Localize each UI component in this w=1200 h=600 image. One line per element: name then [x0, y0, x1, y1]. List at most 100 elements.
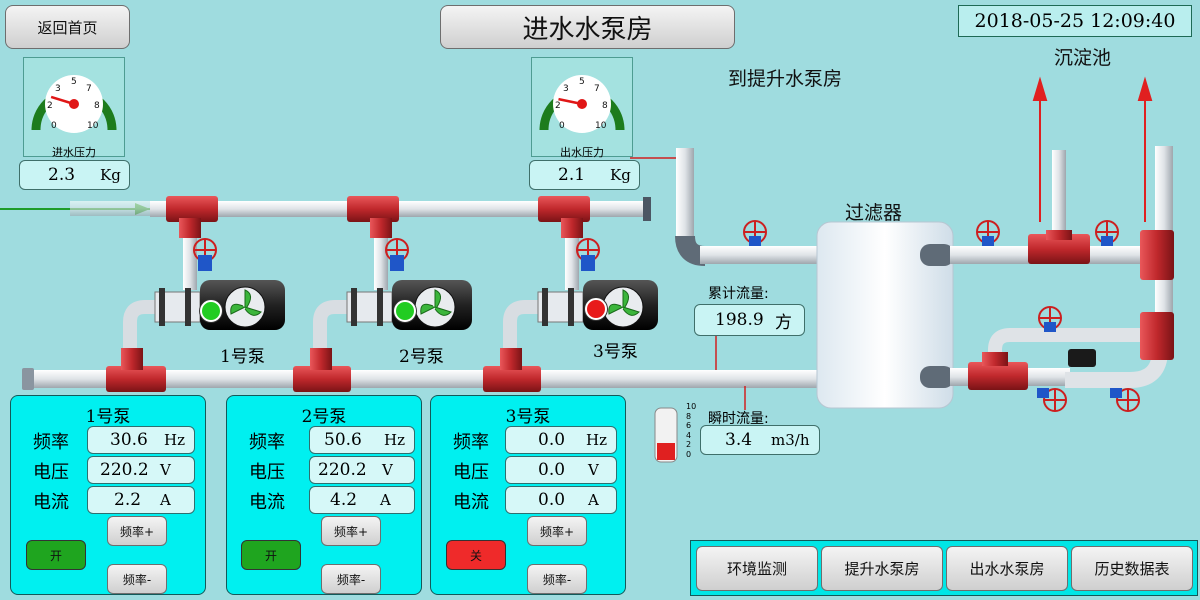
flow-bar-tick: 0: [686, 449, 692, 459]
pump-1-current-value: 2.2: [114, 490, 142, 510]
pump-3-freq-value: 0.0: [538, 430, 566, 450]
pump-3-freq-label: 频率: [453, 432, 489, 453]
nav-environment-monitoring[interactable]: 环境监测: [696, 546, 818, 591]
pump-1-freq-up-button[interactable]: 频率+: [107, 516, 167, 546]
nav-outlet-pump-room[interactable]: 出水水泵房: [946, 546, 1068, 591]
instant-flow-bar-scale: 10 8 6 4 2 0: [686, 402, 700, 459]
inlet-gauge-tick: 10: [87, 121, 99, 131]
page-title: 进水水泵房: [440, 5, 735, 49]
flow-bar-tick: 10: [686, 402, 697, 411]
pump-1-body: [154, 280, 285, 330]
instant-flow-bar: [654, 407, 678, 463]
inlet-pressure-unit: Kg: [100, 166, 121, 184]
sedimentation-flow-arrows: [1032, 76, 1153, 222]
outlet-pressure-value: 2.1: [558, 165, 586, 185]
pump-3-freq-unit: Hz: [586, 431, 607, 449]
outlet-valves: [976, 220, 1140, 412]
to-lift-pump-label: 到提升水泵房: [728, 68, 843, 90]
pump-2-current-unit: A: [380, 491, 391, 509]
inlet-pressure-readout: 2.3 Kg: [19, 160, 130, 190]
pump-3-current-value: 0.0: [538, 490, 566, 510]
pump-3-current-label: 电流: [453, 492, 489, 513]
nav-history-data[interactable]: 历史数据表: [1071, 546, 1193, 591]
inlet-flow-arrow: [0, 201, 150, 216]
inlet-gauge-tick: 2: [47, 101, 53, 111]
pump-3-voltage-unit: V: [588, 461, 599, 479]
outlet-pressure-unit: Kg: [610, 166, 631, 184]
inlet-gauge-dial: 0 2 3 5 7 8 10: [31, 75, 117, 133]
pump-3-switch-button[interactable]: 关: [446, 540, 506, 570]
pump-3-voltage-label: 电压: [453, 462, 489, 483]
pump-1-current-box: 2.2 A: [87, 486, 195, 514]
pump-2-switch-button[interactable]: 开: [241, 540, 301, 570]
outlet-gauge-tick: 8: [602, 101, 608, 111]
cumulative-flow-unit: 方: [775, 312, 792, 333]
back-home-button[interactable]: 返回首页: [5, 5, 130, 49]
pump-2-current-box: 4.2 A: [309, 486, 415, 514]
inlet-gauge-tick: 0: [51, 121, 57, 131]
pump-2-voltage-unit: V: [382, 461, 393, 479]
filter-valve-inlet: [743, 220, 767, 246]
pump-2-voltage-value: 220.2: [318, 460, 367, 480]
pump-1-current-unit: A: [160, 491, 171, 509]
outlet-gauge-tick: 2: [555, 101, 561, 111]
inlet-gauge-tick: 8: [94, 101, 100, 111]
instant-flow-label: 瞬时流量:: [708, 411, 769, 427]
pump-2-freq-value: 50.6: [324, 430, 362, 450]
pump-2-voltage-label: 电压: [249, 462, 285, 483]
pump-1-freq-unit: Hz: [164, 431, 185, 449]
pump-3-freq-down-button[interactable]: 频率-: [527, 564, 587, 594]
pump-3-diagram-label: 3号泵: [593, 342, 638, 362]
cumulative-flow-readout: 198.9 方: [694, 304, 805, 336]
flow-bar-tick: 2: [686, 440, 692, 449]
pump-3-voltage-value: 0.0: [538, 460, 566, 480]
bottom-manifold-pipe: [22, 368, 835, 390]
pump-1-freq-label: 频率: [33, 432, 69, 453]
top-tee-fittings: [166, 196, 590, 238]
outlet-pressure-gauge: 0 2 3 5 7 8 10 出水压力: [531, 57, 633, 159]
pump-1-current-label: 电流: [33, 492, 69, 513]
pump-1-voltage-label: 电压: [33, 462, 69, 483]
nav-lift-pump-room[interactable]: 提升水泵房: [821, 546, 943, 591]
pump-1-voltage-unit: V: [160, 461, 171, 479]
inlet-pressure-value: 2.3: [48, 165, 76, 185]
pump-3-indicator: [585, 298, 607, 320]
pump-1-freq-down-button[interactable]: 频率-: [107, 564, 167, 594]
sedimentation-tank-label: 沉淀池: [1054, 47, 1112, 69]
inlet-pressure-gauge: 0 2 3 5 7 8 10 进水压力: [23, 57, 125, 159]
outlet-gauge-tick: 5: [579, 77, 585, 87]
bottom-tee-fittings: [106, 348, 541, 392]
pump-3-panel-title: 3号泵: [505, 407, 551, 427]
flow-bar-tick: 4: [686, 430, 692, 440]
outlet-gauge-tick: 0: [559, 121, 565, 131]
pump-2-current-value: 4.2: [330, 490, 358, 510]
bottom-nav-bar: 环境监测 提升水泵房 出水水泵房 历史数据表: [690, 540, 1198, 596]
outlet-gauge-tick: 10: [595, 121, 607, 131]
inlet-gauge-tick: 3: [55, 84, 61, 94]
pump-discharge-pipes: [123, 300, 542, 372]
flow-bar-tick: 6: [686, 421, 692, 430]
pump-2-freq-up-button[interactable]: 频率+: [321, 516, 381, 546]
pump-2-freq-down-button[interactable]: 频率-: [321, 564, 381, 594]
outlet-pressure-readout: 2.1 Kg: [529, 160, 640, 190]
pump-1-indicator: [200, 300, 222, 322]
datetime-display: 2018-05-25 12:09:40: [958, 5, 1192, 37]
pump-1-diagram-label: 1号泵: [220, 347, 265, 367]
pump-1-switch-button[interactable]: 开: [26, 540, 86, 570]
pump-3-freq-up-button[interactable]: 频率+: [527, 516, 587, 546]
inlet-gauge-caption: 进水压力: [52, 146, 96, 159]
filter-outlet-pipes: [920, 146, 1174, 390]
instant-flow-readout: 3.4 m3/h: [700, 425, 820, 455]
pump-2-current-label: 电流: [249, 492, 285, 513]
pump-1-freq-value: 30.6: [110, 430, 148, 450]
filter-label: 过滤器: [845, 202, 903, 224]
filter-tank: [816, 221, 954, 409]
flow-bar-tick: 8: [686, 411, 692, 421]
instant-flow-value: 3.4: [725, 430, 753, 450]
pump-3-freq-box: 0.0 Hz: [505, 426, 617, 454]
